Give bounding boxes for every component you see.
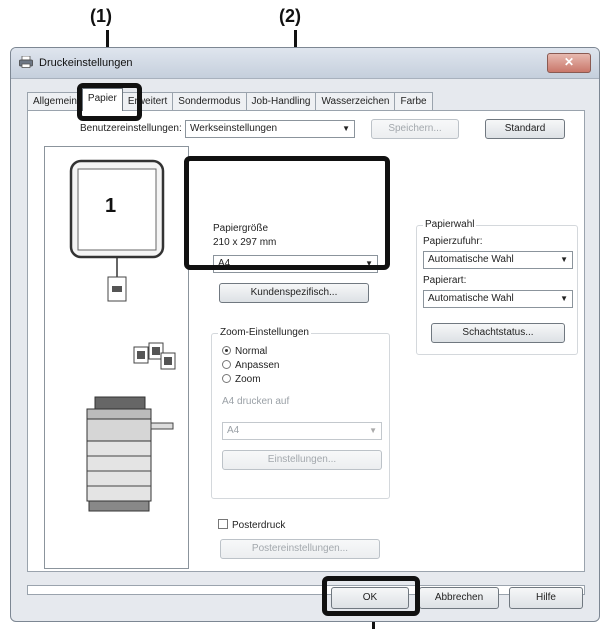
- paper-type-value: Automatische Wahl: [428, 293, 514, 304]
- user-settings-select[interactable]: Werkseinstellungen ▼: [185, 120, 355, 138]
- zoom-option-normal[interactable]: Normal: [222, 346, 267, 358]
- tray-status-button[interactable]: Schachtstatus...: [431, 323, 565, 343]
- highlight-paper-tab: [77, 83, 142, 121]
- callout-1: (1): [90, 6, 112, 26]
- chevron-down-icon: ▼: [365, 259, 373, 268]
- radio-icon: [222, 360, 231, 369]
- zoom-settings-title: Zoom-Einstellungen: [218, 327, 311, 338]
- poster-print-checkbox[interactable]: Posterdruck: [218, 519, 285, 531]
- paper-source-label: Papierzufuhr:: [423, 236, 483, 247]
- paper-selection-title: Papierwahl: [423, 219, 477, 230]
- paper-selection-group: Papierwahl Papierzufuhr: Automatische Wa…: [416, 219, 578, 355]
- close-button[interactable]: ✕: [547, 53, 591, 73]
- chevron-down-icon: ▼: [369, 426, 377, 435]
- tab-color[interactable]: Farbe: [394, 92, 433, 111]
- chevron-down-icon: ▼: [560, 294, 568, 303]
- print-on-select[interactable]: A4 ▼: [222, 422, 382, 440]
- cancel-button[interactable]: Abbrechen: [419, 587, 499, 609]
- preview-illustration: [69, 159, 176, 512]
- printer-icon: [19, 56, 33, 68]
- preview-page-number: 1: [105, 195, 117, 217]
- tab-paper[interactable]: Papier: [81, 88, 123, 111]
- paper-size-title: Papiergröße: [213, 223, 269, 234]
- default-button[interactable]: Standard: [485, 119, 565, 139]
- paper-source-select[interactable]: Automatische Wahl ▼: [423, 251, 573, 269]
- save-button[interactable]: Speichern...: [371, 119, 459, 139]
- chevron-down-icon: ▼: [560, 255, 568, 264]
- poster-print-label: Posterdruck: [232, 520, 286, 531]
- copier-machine-icon: [86, 396, 174, 512]
- print-on-value: A4: [227, 425, 240, 436]
- highlight-paper-size: [184, 156, 390, 270]
- paper-size-dimensions: 210 x 297 mm: [213, 237, 277, 248]
- tab-job-handling[interactable]: Job-Handling: [245, 92, 317, 111]
- tab-general[interactable]: Allgemein: [27, 92, 83, 111]
- highlight-ok-button: [322, 576, 420, 616]
- callout-2: (2): [279, 6, 301, 26]
- paper-size-value: A4: [218, 258, 231, 269]
- zoom-option-normal-label: Normal: [235, 346, 268, 357]
- checkbox-icon: [218, 519, 228, 529]
- paper-type-select[interactable]: Automatische Wahl ▼: [423, 290, 573, 308]
- tab-strip: Allgemein Papier Erweitert Sondermodus J…: [27, 88, 433, 111]
- zoom-option-zoom[interactable]: Zoom: [222, 374, 261, 386]
- tab-special-modes[interactable]: Sondermodus: [172, 92, 247, 111]
- paper-source-value: Automatische Wahl: [428, 254, 514, 265]
- zoom-settings-group: Zoom-Einstellungen Normal Anpassen Zoom …: [211, 327, 390, 499]
- paper-type-label: Papierart:: [423, 275, 467, 286]
- zoom-option-zoom-label: Zoom: [235, 374, 261, 385]
- paper-tab-panel: Benutzereinstellungen: Werkseinstellunge…: [27, 110, 585, 572]
- title-bar: Druckeinstellungen ✕: [11, 48, 599, 79]
- zoom-settings-button[interactable]: Einstellungen...: [222, 450, 382, 470]
- radio-icon: [222, 374, 231, 383]
- user-settings-label: Benutzereinstellungen:: [80, 123, 182, 134]
- print-preferences-dialog: Druckeinstellungen ✕ Allgemein Papier Er…: [10, 47, 600, 622]
- help-button[interactable]: Hilfe: [509, 587, 583, 609]
- status-bar: [27, 585, 585, 595]
- zoom-option-fit[interactable]: Anpassen: [222, 360, 279, 372]
- poster-settings-button[interactable]: Postereinstellungen...: [220, 539, 380, 559]
- page-sheet: [77, 168, 157, 251]
- copies-icon: [133, 342, 176, 370]
- ok-button[interactable]: OK: [331, 587, 409, 609]
- user-settings-value: Werkseinstellungen: [190, 123, 278, 134]
- chevron-down-icon: ▼: [342, 124, 350, 133]
- tab-watermarks[interactable]: Wasserzeichen: [315, 92, 396, 111]
- print-on-label: A4 drucken auf: [222, 396, 290, 407]
- zoom-option-fit-label: Anpassen: [235, 360, 280, 371]
- preview-area: 1: [44, 146, 189, 569]
- custom-size-button[interactable]: Kundenspezifisch...: [219, 283, 369, 303]
- window-title: Druckeinstellungen: [39, 57, 133, 69]
- radio-selected-icon: [222, 346, 231, 355]
